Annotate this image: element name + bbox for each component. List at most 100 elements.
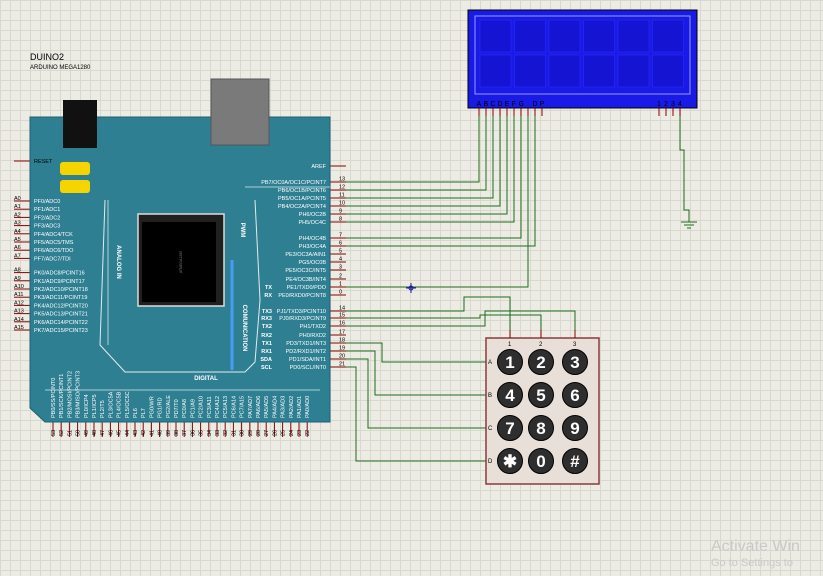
- digital-pin-name: PJ0/RXD3/PCINT9: [279, 316, 326, 322]
- keypad-key[interactable]: 0: [528, 448, 554, 474]
- analog-pin-number: A15: [14, 325, 24, 331]
- digital-pin-number: 1: [339, 282, 342, 288]
- bottom-pin-number: 22: [305, 430, 311, 436]
- analog-pin-number: A3: [14, 221, 21, 227]
- bottom-pin-number: 38: [174, 430, 180, 436]
- analog-pin-number: A10: [14, 284, 24, 290]
- wire-lcd-dp: [346, 108, 536, 247]
- digital-pin-number: 12: [339, 185, 345, 191]
- bottom-pin-name: PC4/A12: [215, 396, 221, 418]
- keypad-key-cap[interactable]: [528, 382, 554, 408]
- keypad-row-label: B: [488, 393, 492, 399]
- analog-pin-name: PF2/ADC2: [34, 215, 60, 221]
- lcd-pin-label: G: [519, 101, 524, 108]
- bottom-pin-name: PA4/AD4: [272, 396, 278, 418]
- communication-group-label: COMUNICATION: [241, 305, 247, 352]
- keypad-key[interactable]: 2: [528, 349, 554, 375]
- bottom-pin-name: PC6/A14: [231, 396, 237, 418]
- keypad-key-cap[interactable]: [528, 448, 554, 474]
- lcd-pin-label: D: [533, 101, 538, 108]
- power-jack: [63, 100, 97, 148]
- bottom-pin-number: 48: [92, 430, 98, 436]
- aref-label: AREF: [311, 164, 326, 170]
- keypad-key-cap[interactable]: [528, 349, 554, 375]
- digital-pin-name: PE0/RXD0/PCINT8: [278, 293, 326, 299]
- keypad-key[interactable]: 1: [497, 349, 523, 375]
- digital-pin-number: 5: [339, 249, 342, 255]
- keypad-key-cap[interactable]: [562, 349, 588, 375]
- reset-button[interactable]: [60, 162, 90, 175]
- digital-pin-number: 6: [339, 241, 342, 247]
- keypad-key-cap[interactable]: [562, 448, 588, 474]
- keypad-key-label: 5: [536, 386, 545, 405]
- digital-pin-tag: TX1: [262, 341, 272, 347]
- digital-pin-name: PE3/OC3A/AIN1: [285, 252, 326, 258]
- bottom-pin-number: 43: [133, 430, 139, 436]
- analog-pin-name: PK6/ADC14/PCINT22: [34, 320, 88, 326]
- keypad-key-cap[interactable]: [562, 382, 588, 408]
- keypad-key-cap[interactable]: [497, 382, 523, 408]
- keypad-key-cap[interactable]: [562, 415, 588, 441]
- bottom-pin-name: PA7/AD7: [248, 396, 254, 418]
- bottom-pin-name: PL3/OC5A: [108, 391, 114, 418]
- analog-pin-number: A14: [14, 317, 24, 323]
- bottom-pin-name: PB0/SS/PCINT0: [51, 378, 57, 418]
- lcd-character-cell: [617, 19, 650, 53]
- digital-pin-tag: TX: [265, 285, 272, 291]
- bottom-pin-name: PA5/AD5: [264, 396, 270, 418]
- lcd-character-cell: [479, 54, 512, 88]
- analog-pin-number: A0: [14, 196, 21, 202]
- wire-kp-row-b: [346, 350, 490, 396]
- keypad-key[interactable]: 6: [562, 382, 588, 408]
- analog-pin-name: PK0/ADC8/PCINT16: [34, 271, 85, 277]
- analog-pin-name: PK1/ADC9/PCINT17: [34, 279, 85, 285]
- ground-symbol: [681, 221, 697, 229]
- probe-marker[interactable]: [406, 283, 416, 293]
- bottom-pin-number: 28: [256, 430, 262, 436]
- bottom-pin-name: PC1/A9: [190, 399, 196, 418]
- digital-pin-name: PD1/SDA/INT1: [289, 357, 326, 363]
- digital-pin-number: 21: [339, 362, 345, 368]
- analog-pin-number: A4: [14, 229, 21, 235]
- mcu-chip-label: ATMEGA1280: [179, 251, 183, 273]
- wire-kp-row-c: [346, 358, 490, 429]
- bottom-pin-number: 24: [289, 430, 295, 436]
- bottom-pin-number: 39: [166, 430, 172, 436]
- digital-pin-number: 7: [339, 233, 342, 239]
- keypad-key[interactable]: 4: [497, 382, 523, 408]
- keypad-key-label: 4: [505, 386, 515, 405]
- keypad-key[interactable]: 9: [562, 415, 588, 441]
- bottom-pin-number: 42: [141, 430, 147, 436]
- lcd-pin-label: P: [540, 101, 545, 108]
- wire-lcd-a: [346, 108, 480, 183]
- bottom-pin-number: 40: [158, 430, 164, 436]
- digital-pin-tag: RX3: [261, 316, 272, 322]
- keypad-key[interactable]: ✱: [497, 448, 523, 474]
- keypad-key-cap[interactable]: [497, 349, 523, 375]
- keypad-key[interactable]: #: [562, 448, 588, 474]
- digital-pin-number: 14: [339, 306, 345, 312]
- bottom-pin-name: PC3/A11: [207, 396, 213, 418]
- bottom-pin-number: 23: [297, 430, 303, 436]
- digital-pin-name: PG5/OC0B: [298, 260, 326, 266]
- keypad-key-cap[interactable]: [497, 415, 523, 441]
- lcd-digit-pin-label: 3: [671, 101, 675, 108]
- keypad-key[interactable]: 5: [528, 382, 554, 408]
- keypad-key[interactable]: 3: [562, 349, 588, 375]
- keypad-key[interactable]: 8: [528, 415, 554, 441]
- wire-lcd-f: [346, 108, 515, 223]
- keypad-key-cap[interactable]: [497, 448, 523, 474]
- arduino-board[interactable]: ATMEGA1280 ANALOG IN PWM COMUNICATION DI…: [14, 78, 346, 437]
- digital-pin-name: PD3/TXD1/INT3: [286, 341, 326, 347]
- bottom-pin-name: PC0/A8: [182, 399, 188, 418]
- bottom-pin-number: 25: [281, 430, 287, 436]
- keypad-key[interactable]: 7: [497, 415, 523, 441]
- analog-pin-name: PF1/ADC1: [34, 207, 60, 213]
- keypad-key-cap[interactable]: [528, 415, 554, 441]
- analog-pin-number: A1: [14, 204, 21, 210]
- bottom-pin-number: 41: [149, 430, 155, 436]
- watermark-line2: Go to Settings to: [711, 557, 793, 569]
- digital-pin-number: 10: [339, 201, 345, 207]
